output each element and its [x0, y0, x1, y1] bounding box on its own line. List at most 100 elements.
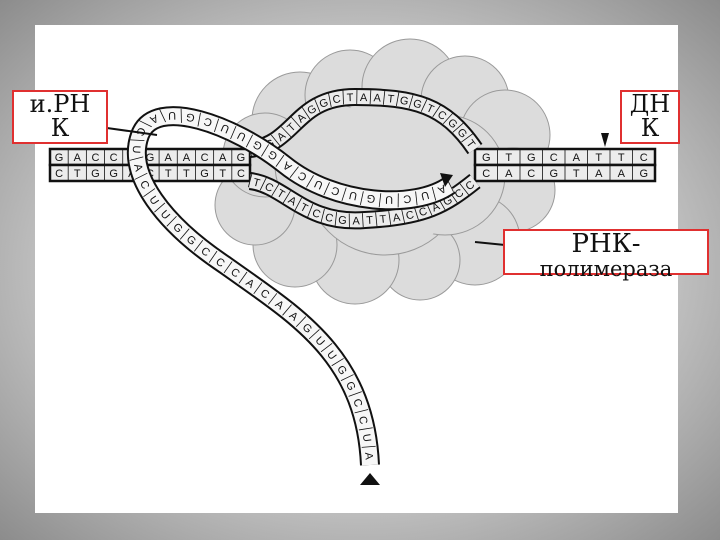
base-cell: C [307, 203, 322, 221]
base-cell: C [85, 150, 99, 164]
base-divider [134, 172, 148, 180]
base-letter: T [298, 201, 310, 215]
base-divider [245, 134, 254, 148]
base-divider [213, 118, 220, 133]
base-letter: A [360, 92, 368, 104]
base-cell: T [587, 150, 602, 164]
base-letter: C [310, 207, 322, 221]
base-letter: C [332, 93, 342, 106]
base-letter: A [183, 152, 191, 164]
base-cell: G [49, 150, 64, 164]
base-letter: G [55, 152, 64, 164]
base-cell: C [49, 166, 63, 180]
base-letter: A [352, 215, 360, 227]
base-divider [194, 240, 204, 252]
base-cell: T [342, 90, 354, 105]
base-letter: G [91, 168, 100, 180]
label-pol-line2: полимераза [539, 257, 673, 281]
base-letter: T [165, 168, 172, 180]
base-divider [334, 212, 338, 227]
mrna-strand: AUCUGUCUCAGGUUCGUACUACUUGGCCCACAAGUUGGCC… [126, 106, 456, 466]
base-letter: G [366, 192, 376, 205]
mrna-leader-line [106, 127, 158, 136]
base-cell: G [314, 97, 330, 112]
base-divider [369, 90, 372, 105]
base-divider [328, 93, 332, 108]
base-divider [159, 109, 166, 123]
base-divider [442, 113, 453, 125]
base-divider [179, 228, 190, 240]
base-letter: C [482, 168, 490, 180]
base-divider [289, 166, 299, 178]
base-divider [208, 250, 218, 263]
base-letter: C [237, 168, 245, 180]
base-letter: G [399, 95, 410, 108]
base-letter: T [219, 168, 226, 180]
base-divider [282, 304, 292, 316]
base-divider [413, 206, 419, 221]
base-cell: A [348, 213, 360, 228]
base-cell: T [609, 150, 625, 164]
base-cell: C [348, 391, 364, 409]
label-mrna-line1: и.РН [29, 90, 91, 118]
base-divider [431, 186, 437, 201]
base-divider [230, 125, 237, 140]
base-letter: G [109, 168, 118, 180]
base-cell: G [542, 166, 558, 180]
base-cell: A [609, 166, 626, 180]
base-divider [282, 190, 291, 204]
base-letter: G [411, 97, 423, 111]
base-cell: G [231, 150, 245, 164]
base-cell: G [85, 166, 100, 180]
base-letter: C [324, 211, 335, 225]
base-letter: A [618, 168, 626, 180]
base-divider [432, 105, 441, 118]
base-letter: G [527, 152, 536, 164]
base-cell: U [385, 193, 399, 208]
base-cell: C [413, 205, 429, 221]
base-cell: C [632, 150, 648, 164]
base-letter: A [392, 212, 402, 225]
base-divider [261, 144, 269, 157]
base-letter: A [362, 452, 375, 461]
base-cell: T [294, 197, 310, 215]
base-divider [275, 154, 285, 167]
base-letter: A [373, 92, 382, 104]
base-cell: T [67, 166, 81, 180]
base-letter: T [183, 168, 190, 180]
base-divider [301, 106, 311, 120]
base-cell: C [328, 93, 342, 108]
base-divider [294, 197, 302, 211]
base-divider [375, 212, 378, 227]
dna-template-fill [248, 174, 480, 228]
base-cell: A [497, 166, 513, 180]
base-cell: C [231, 166, 245, 180]
base-divider [358, 427, 373, 431]
base-cell: C [542, 150, 558, 164]
base-divider [323, 182, 330, 196]
base-letter: U [130, 145, 142, 154]
base-divider [452, 122, 464, 133]
base-cell: C [195, 150, 209, 164]
base-cell: G [408, 94, 423, 111]
base-divider [342, 90, 344, 105]
base-divider [320, 208, 325, 223]
base-letter: C [550, 152, 558, 164]
base-divider [154, 202, 166, 213]
base-letter: T [424, 102, 435, 116]
base-divider [314, 98, 321, 112]
base-cell: U [420, 186, 437, 202]
base-cell: A [564, 150, 581, 164]
base-letter: C [110, 152, 118, 164]
base-cell: A [67, 150, 82, 164]
label-rna-polymerase: РНК- полимераза [503, 229, 709, 280]
base-divider [268, 293, 278, 305]
base-cell: A [158, 150, 173, 164]
base-cell: T [361, 213, 374, 228]
base-divider [341, 187, 347, 202]
base-cell: T [497, 150, 512, 164]
base-divider [238, 271, 248, 284]
base-cell: T [247, 173, 261, 190]
base-divider [271, 183, 280, 197]
base-divider [138, 120, 152, 128]
